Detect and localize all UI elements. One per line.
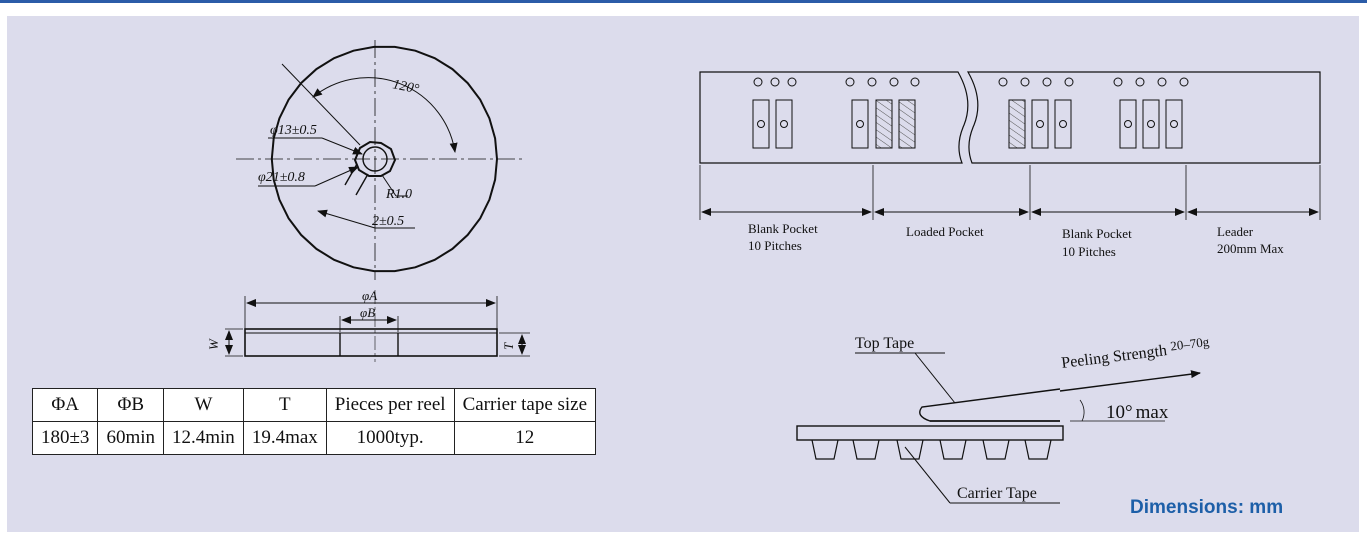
- reel-side-view: φA φB W T: [206, 288, 530, 362]
- peeling-diagram: [796, 352, 1201, 504]
- carrier-tape-body: [796, 425, 1064, 441]
- tape-segment-labels: Blank Pocket 10 Pitches Loaded Pocket Bl…: [748, 221, 1284, 259]
- peel-angle-suffix: max: [1136, 402, 1169, 423]
- radius-label: R1.0: [385, 187, 412, 202]
- table-cell: 60min: [97, 421, 164, 455]
- dim-w-label: W: [206, 338, 221, 350]
- segment-4-line1: Leader: [1217, 224, 1254, 239]
- table-row: 180±3 60min 12.4min 19.4max 1000typ. 12: [31, 421, 597, 455]
- dim-t-label: T: [501, 342, 516, 350]
- slot-width-label: 2±0.5: [372, 214, 404, 229]
- loaded-pockets: [875, 99, 1026, 149]
- reel-front-view: 120° φ13±0.5 φ21±0.8 R1.0 2±0.5: [236, 40, 525, 280]
- header-cell: ΦA: [31, 388, 99, 422]
- table-cell: 180±3: [31, 421, 99, 455]
- sprocket-holes: [753, 77, 1189, 87]
- header-cell: W: [163, 388, 244, 422]
- table-cell: 12.4min: [163, 421, 244, 455]
- table-cell: 19.4max: [242, 421, 327, 455]
- table-cell: 1000typ.: [325, 421, 455, 455]
- segment-1-line2: 10 Pitches: [748, 238, 802, 253]
- top-accent-bar: [0, 0, 1367, 12]
- segment-2-line1: Loaded Pocket: [906, 224, 984, 239]
- peeling-strength-value: 20–70g: [1169, 334, 1210, 354]
- top-tape-label: Top Tape: [855, 335, 914, 352]
- dim-b-label: φB: [360, 305, 375, 320]
- header-cell: ΦB: [97, 388, 164, 422]
- table-cell: 12: [453, 421, 597, 455]
- carrier-tape-label: Carrier Tape: [957, 485, 1037, 502]
- header-cell: T: [242, 388, 327, 422]
- segment-3-line1: Blank Pocket: [1062, 226, 1132, 241]
- peel-angle-label: 10°max: [1106, 402, 1169, 423]
- angle-120-label: 120°: [391, 77, 421, 97]
- header-cell: Pieces per reel: [325, 388, 455, 422]
- segment-3-line2: 10 Pitches: [1062, 244, 1116, 259]
- top-tape-fold: [919, 388, 1061, 422]
- units-label: Dimensions: mm: [1130, 497, 1284, 518]
- table-header-row: ΦA ΦB W T Pieces per reel Carrier tape s…: [31, 388, 597, 422]
- carrier-pockets: [811, 439, 1052, 460]
- segment-1-line1: Blank Pocket: [748, 221, 818, 236]
- header-cell: Carrier tape size: [453, 388, 597, 422]
- peeling-strength-label: Peeling Strength: [1060, 342, 1167, 372]
- peel-angle-value: 10°: [1106, 402, 1133, 423]
- hub-outer-dia-label: φ21±0.8: [258, 170, 305, 185]
- carrier-tape-strip: [699, 71, 1321, 220]
- dim-a-label: φA: [362, 288, 377, 303]
- reel-spec-table: ΦA ΦB W T Pieces per reel Carrier tape s…: [31, 388, 597, 455]
- hub-inner-dia-label: φ13±0.5: [270, 123, 317, 138]
- segment-4-line2: 200mm Max: [1217, 241, 1284, 256]
- blank-pockets: [752, 99, 1183, 149]
